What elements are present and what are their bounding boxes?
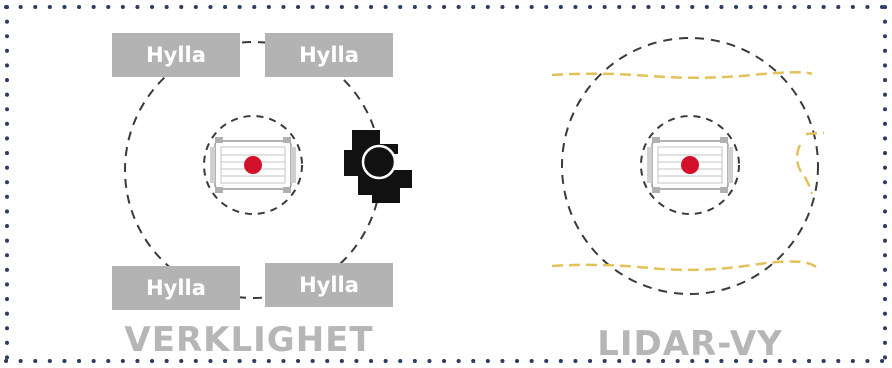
shelf-bottom-left: Hylla <box>112 266 240 310</box>
lidar-outer-zone <box>561 37 819 295</box>
person-silhouette-icon <box>344 130 412 203</box>
robot-position-marker <box>244 156 262 174</box>
lidar-robot-cart-icon <box>646 136 734 194</box>
inner-zone <box>203 115 303 215</box>
shelf-label: Hylla <box>299 43 359 67</box>
robot-cart-icon <box>209 136 297 194</box>
real-view-caption: VERKLIGHET <box>124 320 373 360</box>
lidar-robot-position-marker <box>681 156 699 174</box>
shelf-label: Hylla <box>299 273 359 297</box>
lidar-inner-zone <box>640 115 740 215</box>
shelf-top-left: Hylla <box>112 33 240 77</box>
shelf-top-right: Hylla <box>265 33 393 77</box>
shelf-bottom-right: Hylla <box>265 263 393 307</box>
real-view-panel: Hylla Hylla Hylla Hylla VERKLIGHET <box>112 33 412 360</box>
lidar-scan-traces <box>551 71 825 272</box>
shelf-label: Hylla <box>146 276 206 300</box>
dotted-border <box>4 5 888 363</box>
shelf-label: Hylla <box>146 43 206 67</box>
lidar-view-panel: LIDAR-VY <box>551 37 825 364</box>
lidar-view-caption: LIDAR-VY <box>597 324 783 364</box>
